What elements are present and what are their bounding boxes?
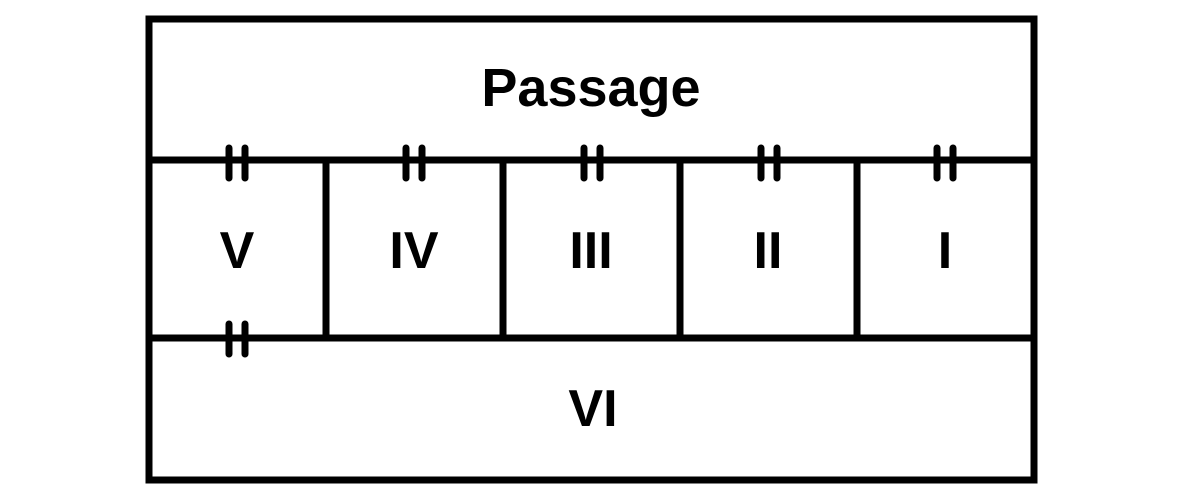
door-room-iii bbox=[580, 144, 604, 182]
door-room-v bbox=[225, 144, 249, 182]
outer-wall bbox=[145, 15, 1038, 484]
room-label-v: V bbox=[220, 222, 255, 280]
door-room-i bbox=[933, 144, 957, 182]
room-label-i: I bbox=[938, 222, 952, 280]
room-label-vi: VI bbox=[568, 380, 617, 438]
passage-label: Passage bbox=[481, 58, 700, 118]
room-label-ii: II bbox=[754, 222, 783, 280]
room-label-iv: IV bbox=[389, 222, 438, 280]
door-room-ii bbox=[757, 144, 781, 182]
door-room-iv bbox=[402, 144, 426, 182]
door-room-vi bbox=[225, 320, 249, 358]
room-label-iii: III bbox=[569, 222, 612, 280]
